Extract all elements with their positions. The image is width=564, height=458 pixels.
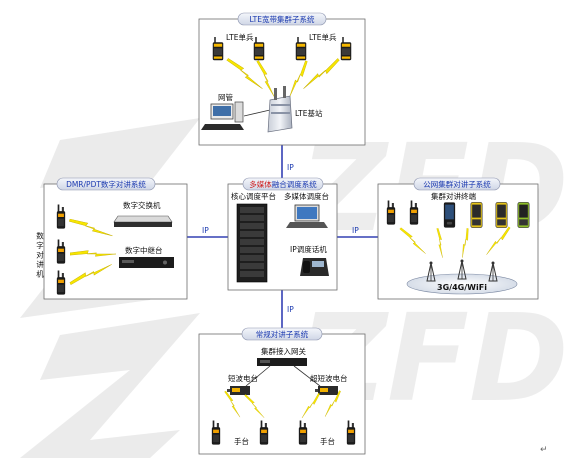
dmr-repeater-icon <box>119 257 174 268</box>
link-label-right: IP <box>352 226 359 235</box>
conventional-right-station-icon <box>315 386 338 395</box>
core-title: 多媒体融合调度系统 <box>249 179 317 189</box>
public-phone-icon-2 <box>470 202 483 228</box>
core-console-laptop-icon <box>286 204 328 228</box>
core-console-label: 多媒体调度台 <box>284 191 329 201</box>
conventional-subsystem: 常规对讲子系统 集群接入网关 短波电台 超短波电台 手台 手台 <box>198 327 366 455</box>
core-phone-label: IP调度话机 <box>290 244 327 254</box>
lte-terminal-label-right: LTE单兵 <box>309 32 337 42</box>
conventional-right-handset-label: 手台 <box>320 436 335 446</box>
lte-subsystem: LTE宽带集群子系统 LTE单兵 LTE单兵 网管 LTE基站 <box>198 12 366 146</box>
lte-nms-link <box>243 109 271 117</box>
conventional-title: 常规对讲子系统 <box>256 329 309 339</box>
conventional-gateway-icon <box>257 358 307 366</box>
lte-base-station-label: LTE基站 <box>295 108 323 118</box>
public-terminal-label: 集群对讲终端 <box>431 191 476 201</box>
lte-terminal-label-left: LTE单兵 <box>226 32 254 42</box>
conventional-link-left <box>245 365 271 387</box>
core-platform-label: 核心调度平台 <box>231 191 276 201</box>
core-server-rack-icon <box>236 203 268 283</box>
conventional-left-station-icon <box>227 386 250 395</box>
link-label-top: IP <box>287 163 294 172</box>
dmr-title: DMR/PDT数字对讲系统 <box>66 179 146 189</box>
dmr-title-tag <box>56 177 156 191</box>
conventional-gateway-label: 集群接入网关 <box>261 346 306 356</box>
conventional-title-tag <box>241 327 323 341</box>
conventional-left-handset-label: 手台 <box>234 436 249 446</box>
public-phone-icon-4 <box>517 202 530 228</box>
public-phone-icon-1 <box>443 202 456 228</box>
public-title: 公网集群对讲子系统 <box>423 179 491 189</box>
core-subsystem: 多媒体融合调度系统 核心调度平台 多媒体调度台 IP调度话机 <box>227 177 338 291</box>
lte-nms-pc-icon <box>201 101 244 130</box>
dmr-panel <box>43 183 188 300</box>
public-subsystem: 公网集群对讲子系统 集群对讲终端 3G/4G/WiFi <box>377 177 539 300</box>
conventional-left-station-label: 短波电台 <box>228 373 258 383</box>
public-phone-icon-3 <box>495 202 508 228</box>
lte-title: LTE宽带集群子系统 <box>250 14 315 24</box>
connectors: IP IP IP IP <box>187 145 378 334</box>
dmr-subsystem: DMR/PDT数字对讲系统 数字对讲机 数字交换机 数字中继台 <box>35 177 188 300</box>
watermark-shape-bottom <box>20 313 200 458</box>
public-title-tag <box>413 177 501 191</box>
dmr-repeater-label: 数字中继台 <box>125 245 163 255</box>
lte-base-station-icon <box>267 86 293 133</box>
dmr-handset-label: 数字对讲机 <box>35 231 44 280</box>
lte-nms-label: 网管 <box>218 92 233 102</box>
public-network-label: 3G/4G/WiFi <box>437 283 487 292</box>
dmr-switch-icon <box>113 215 173 227</box>
conventional-right-station-label: 超短波电台 <box>310 373 348 383</box>
lte-title-tag <box>237 12 327 26</box>
link-label-bottom: IP <box>287 305 294 314</box>
core-ip-phone-icon <box>300 258 329 276</box>
paragraph-mark: ↵ <box>540 445 548 455</box>
core-title-tag <box>242 177 324 191</box>
conventional-link-right <box>293 365 321 387</box>
link-label-left: IP <box>202 226 209 235</box>
dmr-switch-label: 数字交换机 <box>123 200 161 210</box>
